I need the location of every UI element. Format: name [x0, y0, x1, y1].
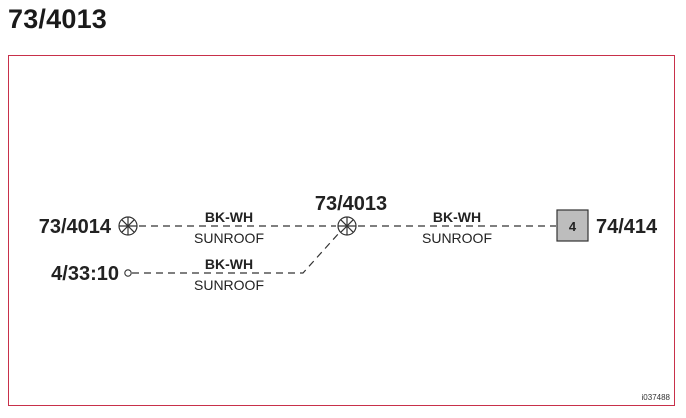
diagram-frame	[8, 55, 675, 406]
wire-color-label: BK-WH	[205, 256, 253, 272]
terminal-circle-icon	[124, 269, 132, 277]
connector-label-74-414: 74/414	[596, 216, 658, 238]
connector-pin-box	[556, 209, 589, 242]
wire-bottom	[132, 232, 340, 274]
splice-label-73-4013: 73/4013	[315, 193, 387, 215]
wire-circuit-label: SUNROOF	[194, 230, 264, 246]
ground-symbol-icon	[118, 216, 138, 236]
wire-circuit-label: SUNROOF	[194, 277, 264, 293]
wire-color-label: BK-WH	[433, 209, 481, 225]
wire-circuit-label: SUNROOF	[422, 230, 492, 246]
connector-pin-number: 4	[569, 219, 577, 234]
page-title: 73/4013	[8, 4, 107, 34]
connector-label-4-33-10: 4/33:10	[51, 263, 119, 285]
figure-reference-id: i037488	[642, 393, 671, 402]
wire-color-label: BK-WH	[205, 209, 253, 225]
splice-symbol-icon	[337, 216, 357, 236]
connector-label-73-4014: 73/4014	[39, 216, 112, 238]
